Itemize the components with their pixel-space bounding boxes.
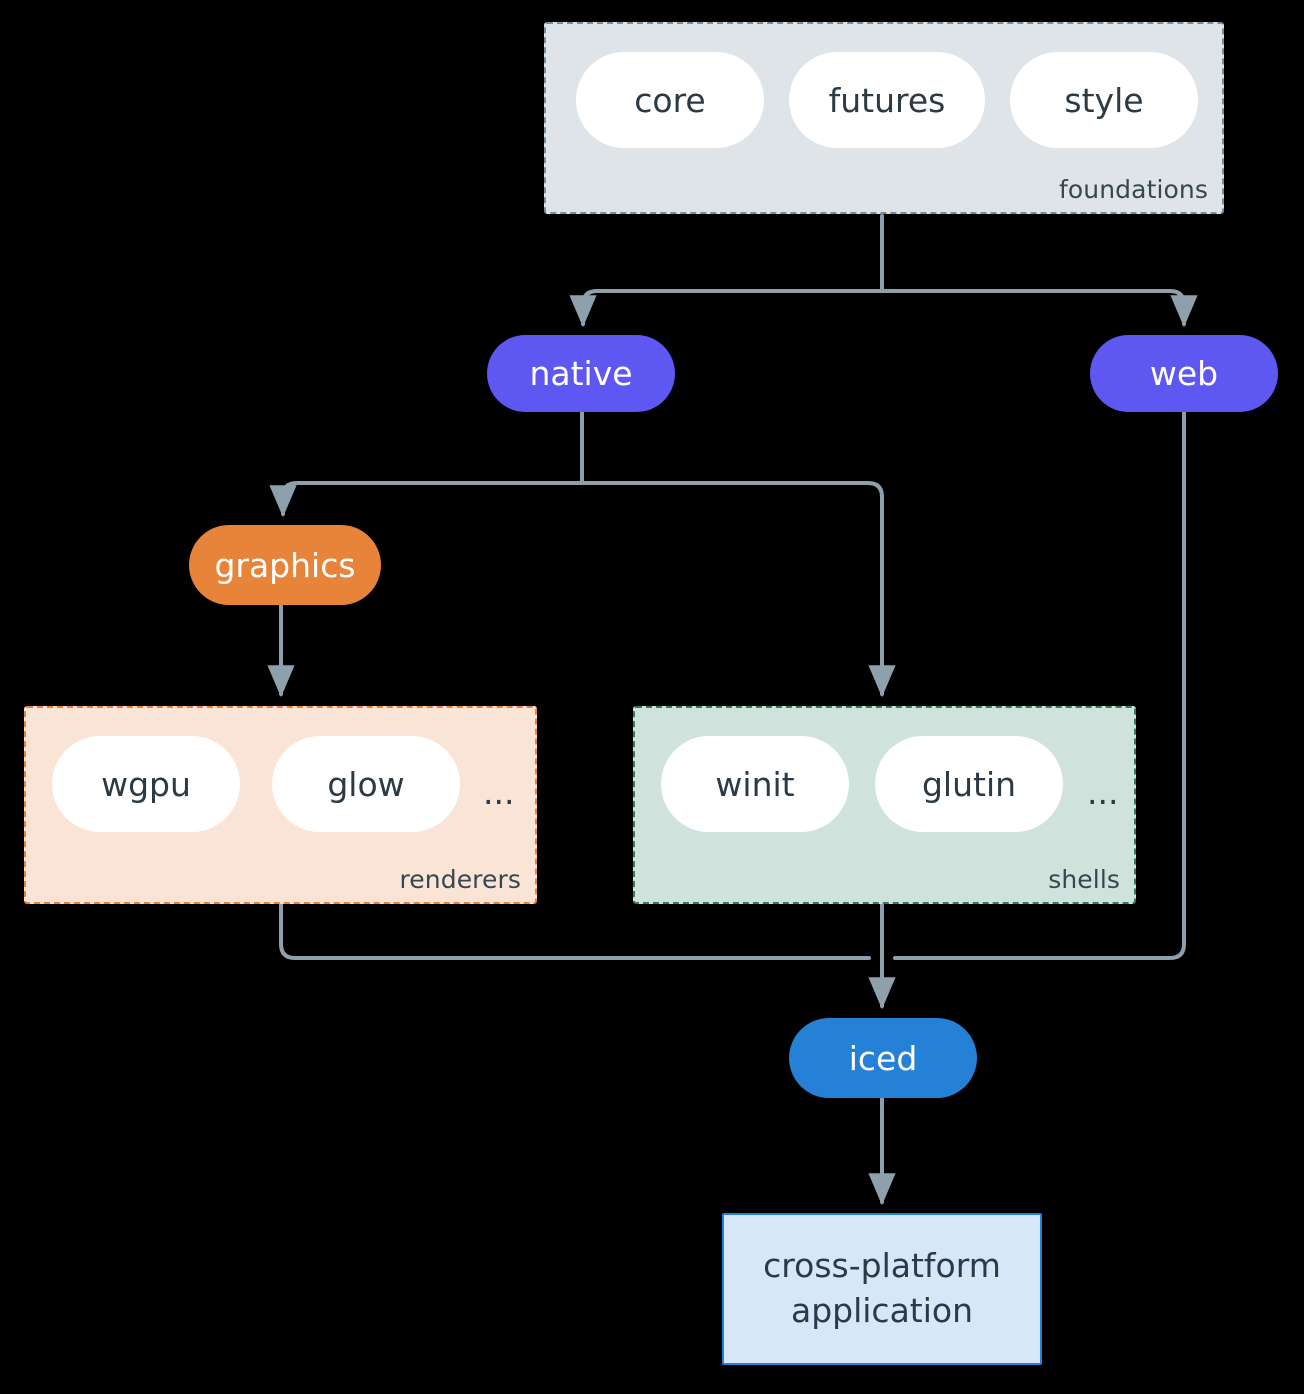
node-iced[interactable]: iced	[789, 1018, 977, 1098]
application-label-line1: cross-platform	[763, 1246, 1001, 1286]
group-shells: winit glutin ... shells	[633, 706, 1136, 904]
pill-style[interactable]: style	[1010, 52, 1198, 148]
node-web[interactable]: web	[1090, 335, 1278, 412]
pill-glow[interactable]: glow	[272, 736, 460, 832]
edge-native-to-shells	[580, 481, 896, 698]
node-cross-platform-application[interactable]: cross-platform application	[722, 1213, 1042, 1365]
pill-core[interactable]: core	[576, 52, 764, 148]
pill-glutin[interactable]: glutin	[875, 736, 1063, 832]
edge-renderers-to-iced	[279, 902, 871, 960]
pill-winit[interactable]: winit	[661, 736, 849, 832]
pill-futures[interactable]: futures	[789, 52, 985, 148]
edge-native-to-graphics	[269, 481, 584, 518]
shells-ellipsis: ...	[1087, 773, 1119, 812]
group-label-shells: shells	[1048, 865, 1120, 894]
renderers-ellipsis: ...	[483, 773, 515, 812]
group-label-renderers: renderers	[399, 865, 521, 894]
group-renderers: wgpu glow ... renderers	[24, 706, 537, 904]
node-native[interactable]: native	[487, 335, 675, 412]
group-label-foundations: foundations	[1059, 175, 1208, 204]
pill-wgpu[interactable]: wgpu	[52, 736, 240, 832]
application-label-line2: application	[790, 1291, 974, 1330]
edge-foundations-to-web	[880, 289, 1198, 328]
edge-foundations-to-native	[569, 289, 884, 328]
group-foundations: core futures style foundations	[544, 22, 1224, 214]
node-graphics[interactable]: graphics	[189, 525, 381, 605]
